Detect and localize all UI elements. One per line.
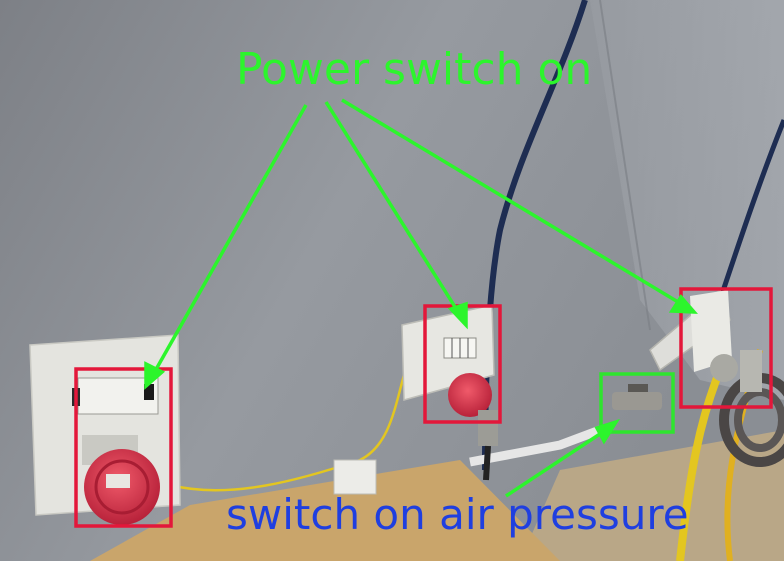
highlight-right-switch <box>679 287 773 409</box>
arrow-middle-head <box>447 301 468 330</box>
air-valve-body <box>612 392 662 410</box>
blue-cable-right <box>717 119 784 301</box>
right-box-front <box>690 290 732 372</box>
wall-outlet-plate <box>333 459 377 495</box>
highlight-air-valve <box>599 372 675 434</box>
middle-socket-plug <box>478 410 498 446</box>
middle-red-socket <box>448 373 492 417</box>
arrow-middle-line <box>324 101 464 319</box>
arrow-right-head <box>668 294 698 314</box>
yellow-cable-right <box>676 368 724 561</box>
right-plug <box>740 350 762 392</box>
arrows <box>144 98 698 498</box>
floor <box>520 430 784 561</box>
left-socket-label <box>106 474 130 488</box>
middle-plug-cable <box>483 445 491 481</box>
air-valve-lever <box>628 384 648 392</box>
power-switch-annotation: Power switch on <box>236 44 593 95</box>
right-socket <box>710 354 738 382</box>
left-breaker-switch <box>144 384 154 400</box>
wall-corner <box>599 0 651 331</box>
table <box>90 460 560 561</box>
air-pressure-annotation: switch on air pressure <box>226 490 689 539</box>
left-red-socket-rim <box>94 459 150 515</box>
arrow-air-head <box>594 418 621 445</box>
conduit-pipe <box>469 425 602 467</box>
arrow-right-line <box>341 98 689 310</box>
arrow-left-line <box>148 104 308 381</box>
arrow-left-head <box>144 361 166 390</box>
arrow-air-line <box>505 424 613 498</box>
right-wall <box>590 0 784 400</box>
highlight-left-switch <box>74 367 173 528</box>
